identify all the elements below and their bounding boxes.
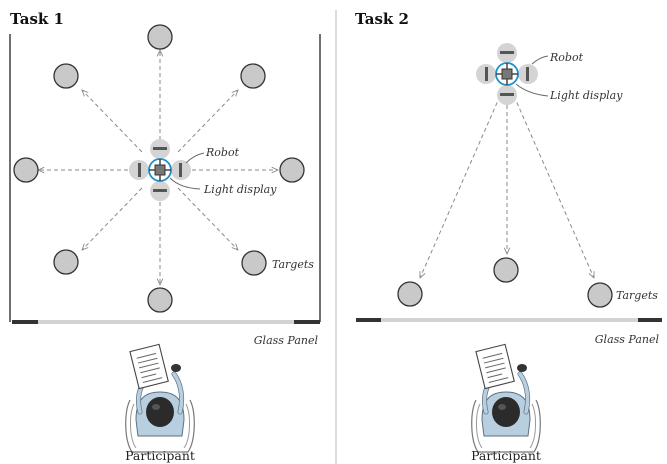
target-circle-icon <box>397 281 423 307</box>
target-circle-icon <box>147 24 173 50</box>
target-circle-icon <box>241 250 267 276</box>
glass-panel-label: Glass Panel <box>254 334 319 347</box>
light-display-label: Light display <box>549 89 623 102</box>
task1-title: Task 1 <box>10 10 64 28</box>
glass-panel-label: Glass Panel <box>595 333 660 346</box>
task1-targets <box>13 24 305 313</box>
robot-leader <box>531 55 549 65</box>
targets-label: Targets <box>272 258 314 271</box>
targets-label: Targets <box>616 289 658 302</box>
arrow-up-right <box>177 90 238 153</box>
target-circle-icon <box>493 257 519 283</box>
task2-panel: Task 2 Robot Light display Targets Glass… <box>355 10 662 463</box>
arrow-up-left <box>82 90 143 153</box>
arrow-down-right <box>177 187 238 250</box>
task2-targets <box>397 257 613 308</box>
target-circle-icon <box>147 287 173 313</box>
light-leader <box>515 83 549 97</box>
task1-arrows <box>38 50 278 285</box>
target-circle-icon <box>587 282 613 308</box>
participant-figure-icon <box>126 344 195 452</box>
arrow-down-left <box>420 95 501 278</box>
participant-figure-icon <box>472 344 541 452</box>
light-leader <box>169 177 201 190</box>
participant-label: Participant <box>471 448 541 463</box>
task2-arrows <box>420 95 594 278</box>
task2-title: Task 2 <box>355 10 409 28</box>
participant-label: Participant <box>125 448 195 463</box>
arrow-down-left <box>82 187 143 250</box>
robot-drone-icon <box>475 42 539 106</box>
robot-label: Robot <box>549 51 584 64</box>
target-circle-icon <box>53 63 79 89</box>
robot-label: Robot <box>205 146 240 159</box>
target-circle-icon <box>279 157 305 183</box>
robot-drone-icon <box>128 138 192 202</box>
robot-leader <box>185 152 205 164</box>
target-circle-icon <box>13 157 39 183</box>
target-circle-icon <box>53 249 79 275</box>
light-display-label: Light display <box>203 183 277 196</box>
arrow-down-right <box>513 95 594 278</box>
target-circle-icon <box>240 63 266 89</box>
task1-panel: Task 1 <box>9 10 321 463</box>
